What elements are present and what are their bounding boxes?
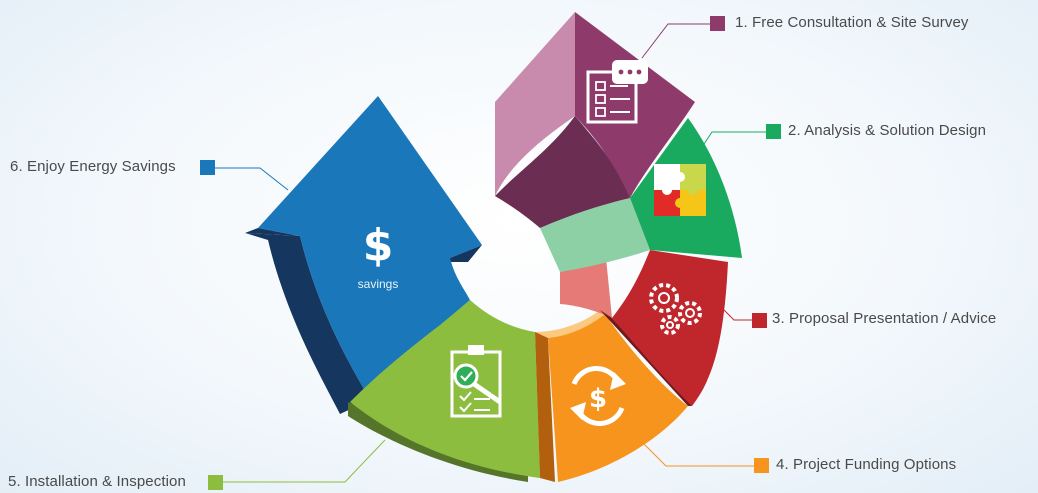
step-6-marker	[200, 160, 215, 175]
clipboard-inspect-icon	[450, 345, 502, 418]
connector-line-2	[699, 131, 772, 151]
step-1-marker	[710, 16, 725, 31]
dollar-arrow-icon: $	[362, 220, 394, 271]
connector-line-5	[214, 439, 386, 483]
step-3-label: 3. Proposal Presentation / Advice	[772, 310, 997, 327]
step-3-marker	[752, 313, 767, 328]
gears-icon	[649, 283, 702, 335]
savings-caption: savings	[357, 277, 399, 291]
connector-line-3	[721, 307, 757, 321]
step-6-label: 6. Enjoy Energy Savings	[10, 158, 176, 175]
survey-checklist-chat-icon	[586, 60, 648, 124]
connector-line-1	[641, 23, 716, 59]
step-4-label: 4. Project Funding Options	[776, 456, 957, 473]
step-5-label: 5. Installation & Inspection	[8, 473, 186, 490]
step-1-label: 1. Free Consultation & Site Survey	[735, 14, 969, 31]
step-2-marker	[766, 124, 781, 139]
puzzle-pieces-icon	[654, 164, 706, 216]
step-2-label: 2. Analysis & Solution Design	[788, 122, 987, 139]
connector-line-4	[639, 439, 760, 467]
connector-line-6	[214, 167, 289, 191]
step-4-marker	[754, 458, 769, 473]
step-4-segment	[535, 310, 688, 482]
dollar-cycle-icon: $	[570, 366, 626, 426]
step-5-segment	[348, 300, 540, 482]
svg-text:$: $	[589, 384, 607, 414]
step-5-marker	[208, 475, 223, 490]
step-6-arrow-segment	[245, 96, 482, 414]
